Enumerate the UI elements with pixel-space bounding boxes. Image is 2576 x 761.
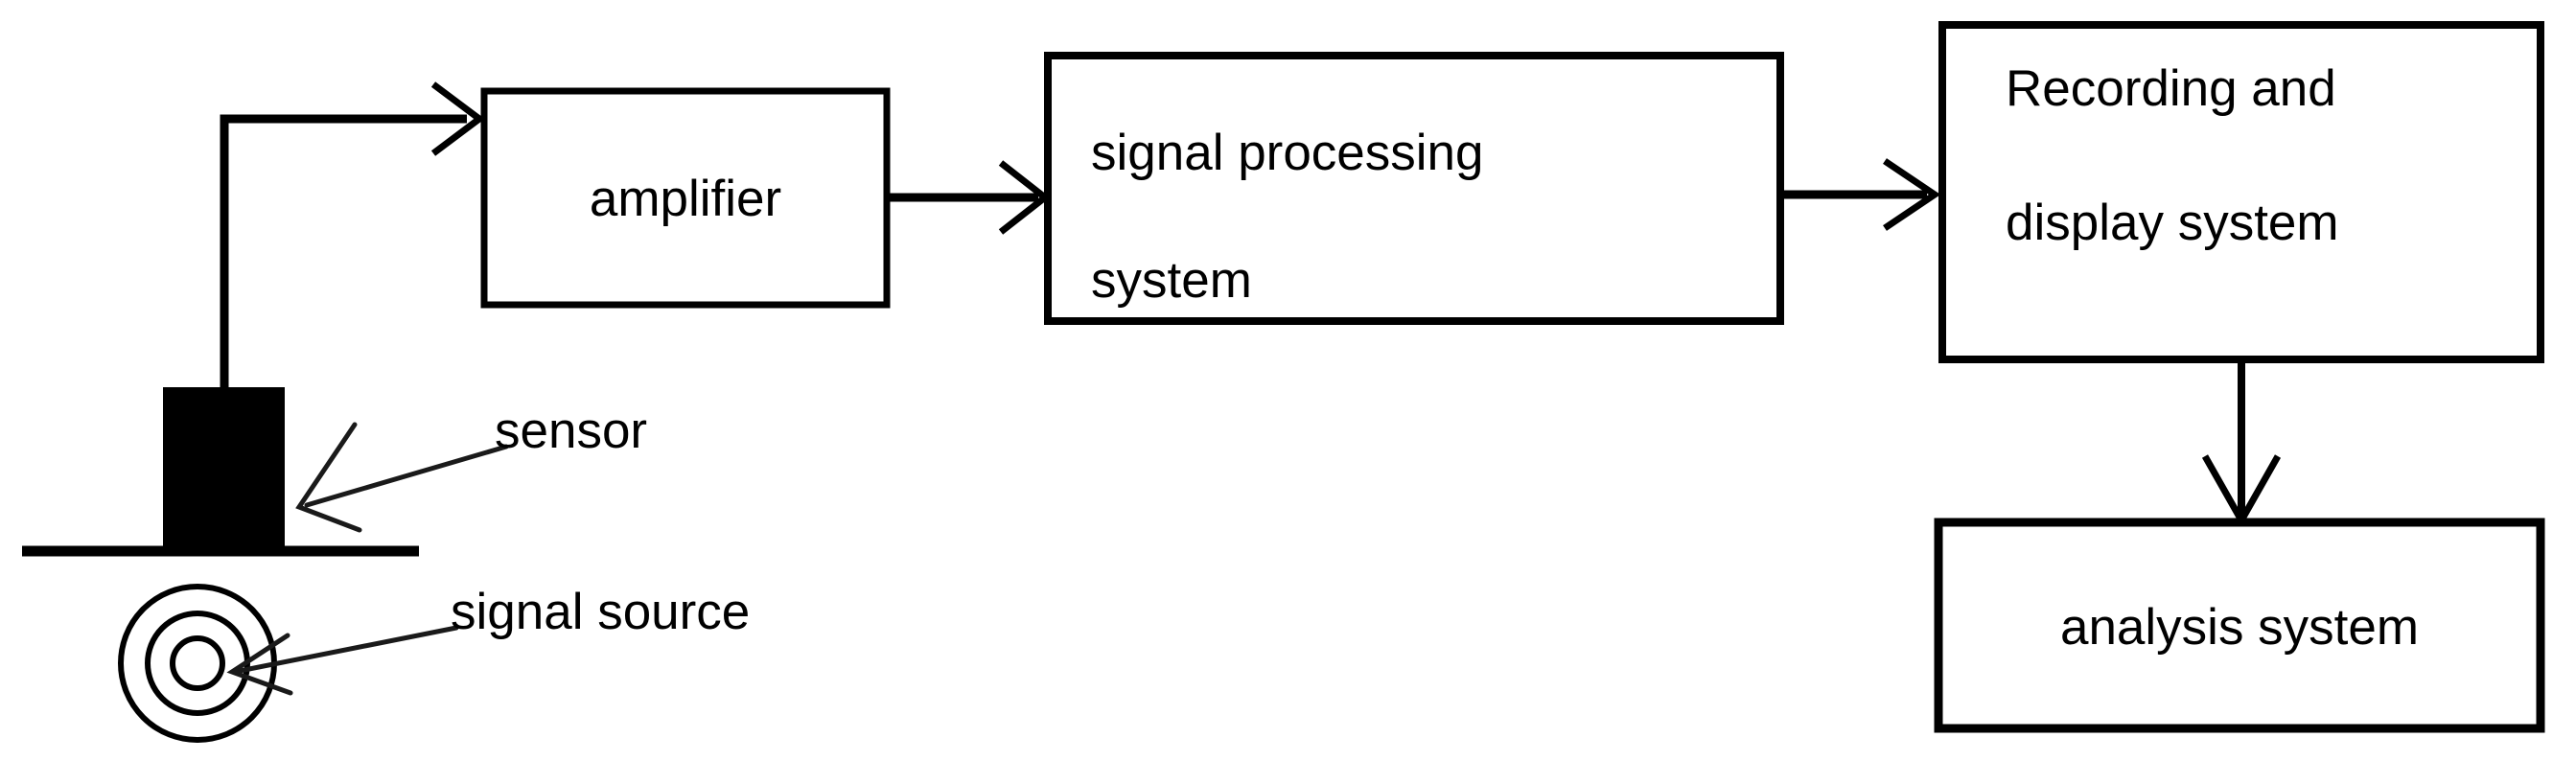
connection-signal-processing-to-recording: [1780, 158, 1941, 231]
amplifier-label: amplifier: [590, 171, 781, 227]
leader-signal-source: [226, 625, 459, 696]
leader-sensor: [295, 422, 509, 533]
signal-processing-label-line1: signal processing: [1091, 125, 1484, 181]
analysis-system-label: analysis system: [2060, 599, 2419, 656]
box-recording-and-display-system[interactable]: Recording and display system: [1938, 21, 2544, 363]
arrowhead-icon: [226, 633, 293, 696]
box-analysis-system[interactable]: analysis system: [1934, 518, 2545, 733]
arrowhead-icon: [1883, 158, 1941, 231]
box-signal-processing-system[interactable]: signal processing system: [1044, 52, 1784, 325]
arrowhead-icon: [430, 81, 485, 156]
recording-display-box-outline: [1938, 21, 2544, 363]
sensor-block: [163, 387, 285, 554]
recording-display-label-line1: Recording and: [2006, 60, 2336, 117]
signal-source-label: signal source: [451, 584, 750, 640]
connection-recording-to-analysis: [2201, 362, 2282, 528]
signal-processing-label-line2: system: [1091, 252, 1252, 309]
connection-sensor-to-amplifier: [220, 81, 485, 393]
amplifier-box-outline: [480, 87, 891, 309]
connection-amplifier-to-signal-processing: [887, 160, 1051, 235]
box-amplifier[interactable]: amplifier: [480, 87, 891, 309]
recording-display-label-line2: display system: [2006, 195, 2339, 251]
arrowhead-icon: [295, 422, 362, 533]
signal-source-rings-icon: [118, 584, 277, 743]
analysis-system-box-outline: [1934, 518, 2545, 733]
sensor-label: sensor: [495, 403, 647, 459]
signal-processing-box-outline: [1044, 52, 1784, 325]
